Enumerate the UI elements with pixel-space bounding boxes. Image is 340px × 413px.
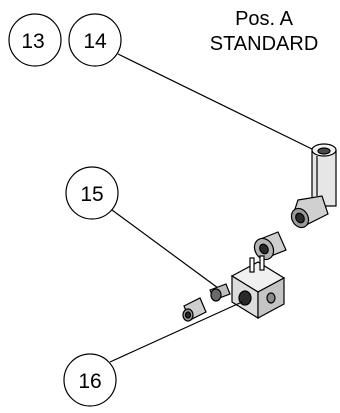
callout-16-circle bbox=[63, 353, 117, 407]
callout-15: 15 bbox=[65, 166, 119, 220]
callout-14-label: 14 bbox=[83, 30, 107, 53]
callout-13: 13 bbox=[8, 13, 62, 67]
coupling bbox=[253, 231, 287, 261]
callout-16: 16 bbox=[63, 353, 117, 407]
leader-line-16 bbox=[109, 301, 243, 363]
leader-line-15 bbox=[111, 209, 219, 289]
callout-14-circle bbox=[68, 13, 122, 67]
solenoid-valve-block bbox=[230, 255, 286, 320]
callout-14: 14 bbox=[68, 13, 122, 67]
elbow-fitting bbox=[311, 143, 337, 207]
leader-line-14 bbox=[117, 53, 315, 151]
callout-16-label: 16 bbox=[78, 370, 101, 393]
valve-knob bbox=[209, 283, 231, 302]
callout-13-circle bbox=[8, 13, 62, 67]
small-fitting bbox=[182, 297, 207, 322]
callout-13-label: 13 bbox=[21, 30, 44, 53]
title-line-1: Pos. A bbox=[235, 8, 293, 30]
hex-nipple bbox=[290, 195, 329, 229]
title-line-2: STANDARD bbox=[210, 33, 319, 55]
callout-15-circle bbox=[65, 166, 119, 220]
callout-15-label: 15 bbox=[80, 183, 103, 206]
